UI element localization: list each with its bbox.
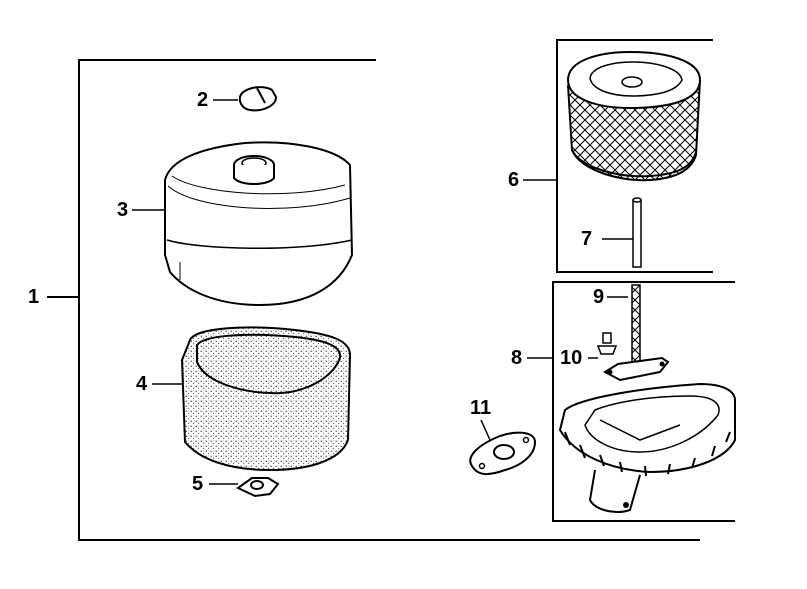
filter-group-frame (523, 39, 713, 273)
base-housing-part (558, 382, 736, 513)
screw-part (588, 332, 618, 359)
callout-10: 10 (560, 347, 583, 369)
cover-part (132, 141, 354, 307)
stud-part (602, 284, 670, 382)
callout-4: 4 (136, 373, 148, 395)
filter-element-part (566, 50, 702, 182)
assembly-bracket (47, 59, 700, 541)
knob-part (213, 86, 278, 112)
callout-3: 3 (117, 199, 129, 221)
gasket-part (469, 419, 537, 476)
callout-11: 11 (470, 397, 492, 419)
base-group-frame (527, 281, 735, 522)
callout-1: 1 (28, 286, 40, 308)
callout-2: 2 (197, 89, 209, 111)
wing-nut-part (209, 477, 280, 498)
callout-8: 8 (511, 347, 523, 369)
callout-5: 5 (192, 473, 204, 495)
callout-6: 6 (508, 169, 520, 191)
precleaner-part (152, 326, 352, 472)
callout-7: 7 (581, 228, 593, 250)
tube-part (602, 197, 642, 268)
callout-9: 9 (593, 286, 605, 308)
